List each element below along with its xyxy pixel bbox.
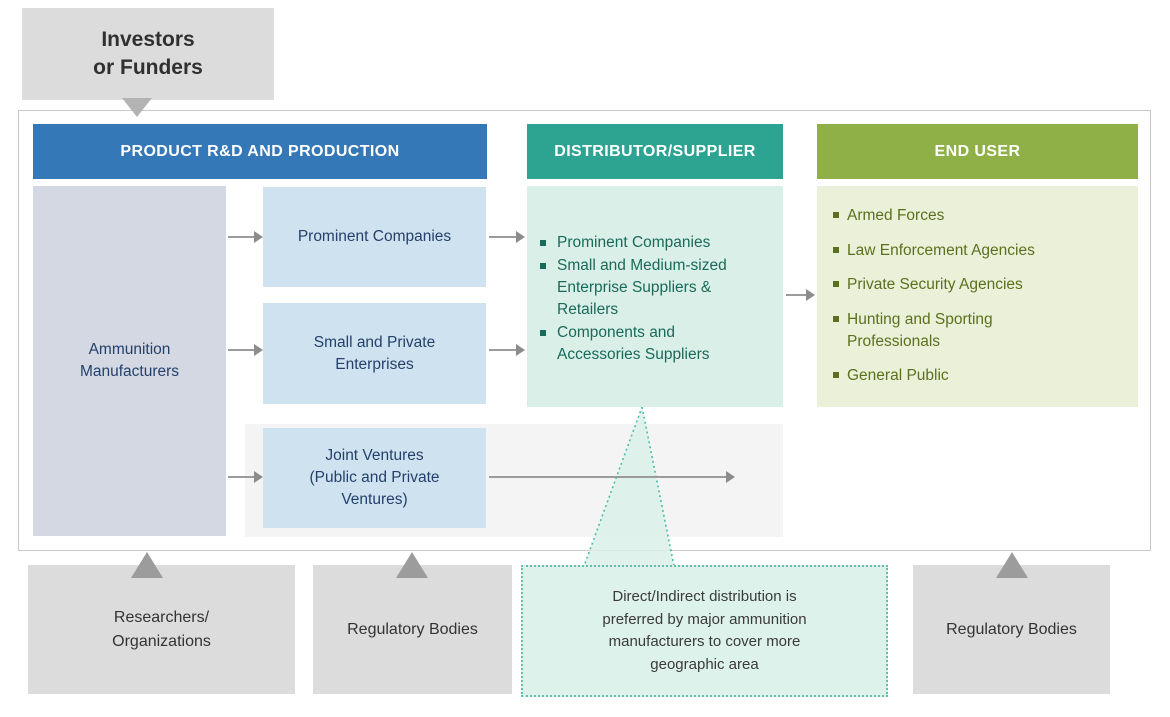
list-item: Private Security Agencies [833, 274, 1083, 296]
investors-line-1: Investors [101, 27, 195, 51]
header-distributor-supplier: DISTRIBUTOR/SUPPLIER [527, 124, 783, 179]
list-item: Prominent Companies [540, 232, 745, 254]
list-item: Law Enforcement Agencies [833, 240, 1083, 262]
list-item: General Public [833, 365, 1083, 387]
note-line-4: geographic area [650, 655, 759, 673]
list-item: Hunting and Sporting Professionals [833, 309, 1083, 352]
list-item: Components and Accessories Suppliers [540, 322, 745, 366]
right-arrow-icon [489, 231, 525, 243]
right-arrow-icon [228, 344, 263, 356]
end-user-list: Armed Forces Law Enforcement Agencies Pr… [833, 205, 1083, 400]
header-end-user: END USER [817, 124, 1138, 179]
right-arrow-icon [228, 471, 263, 483]
down-arrow-icon [122, 98, 152, 117]
up-arrow-icon [396, 552, 428, 578]
end-user-box: Armed Forces Law Enforcement Agencies Pr… [817, 186, 1138, 407]
distributor-list: Prominent Companies Small and Medium-siz… [540, 232, 745, 367]
joint-ventures-box: Joint Ventures (Public and Private Ventu… [263, 428, 486, 528]
investors-box: Investors or Funders [22, 8, 274, 100]
regulatory-bodies-right-box: Regulatory Bodies [913, 565, 1110, 694]
list-item: Small and Medium-sized Enterprise Suppli… [540, 255, 745, 321]
investors-line-2: or Funders [93, 56, 203, 79]
small-private-line-2: Enterprises [335, 355, 414, 373]
header-product-rd-production: PRODUCT R&D AND PRODUCTION [33, 124, 487, 179]
right-arrow-icon [489, 471, 735, 483]
right-arrow-icon [786, 289, 815, 301]
distribution-note-box: Direct/Indirect distribution is preferre… [521, 565, 888, 697]
distributor-supplier-box: Prominent Companies Small and Medium-siz… [527, 186, 783, 407]
up-arrow-icon [131, 552, 163, 578]
right-arrow-icon [489, 344, 525, 356]
regulatory-bodies-left-box: Regulatory Bodies [313, 565, 512, 694]
joint-ventures-line-3: Ventures) [341, 490, 408, 508]
list-item: Armed Forces [833, 205, 1083, 227]
prominent-companies-label: Prominent Companies [297, 228, 452, 246]
manufacturers-line-2: Manufacturers [79, 363, 180, 380]
manufacturers-line-1: Ammunition [88, 341, 171, 359]
researchers-organizations-box: Researchers/ Organizations [28, 565, 295, 694]
up-arrow-icon [996, 552, 1028, 578]
right-arrow-icon [228, 231, 263, 243]
joint-ventures-line-1: Joint Ventures [325, 447, 424, 465]
note-line-2: preferred by major ammunition [602, 610, 807, 628]
regulatory-left-label: Regulatory Bodies [347, 620, 478, 638]
researchers-line-2: Organizations [112, 632, 211, 650]
joint-ventures-line-2: (Public and Private [309, 469, 440, 487]
note-line-3: manufacturers to cover more [608, 633, 801, 650]
note-line-1: Direct/Indirect distribution is [612, 588, 797, 605]
ammunition-manufacturers-box: Ammunition Manufacturers [33, 186, 226, 536]
small-private-line-1: Small and Private [313, 333, 436, 351]
small-private-enterprises-box: Small and Private Enterprises [263, 303, 486, 404]
regulatory-right-label: Regulatory Bodies [946, 620, 1077, 638]
researchers-line-1: Researchers/ [113, 609, 210, 627]
prominent-companies-box: Prominent Companies [263, 187, 486, 287]
